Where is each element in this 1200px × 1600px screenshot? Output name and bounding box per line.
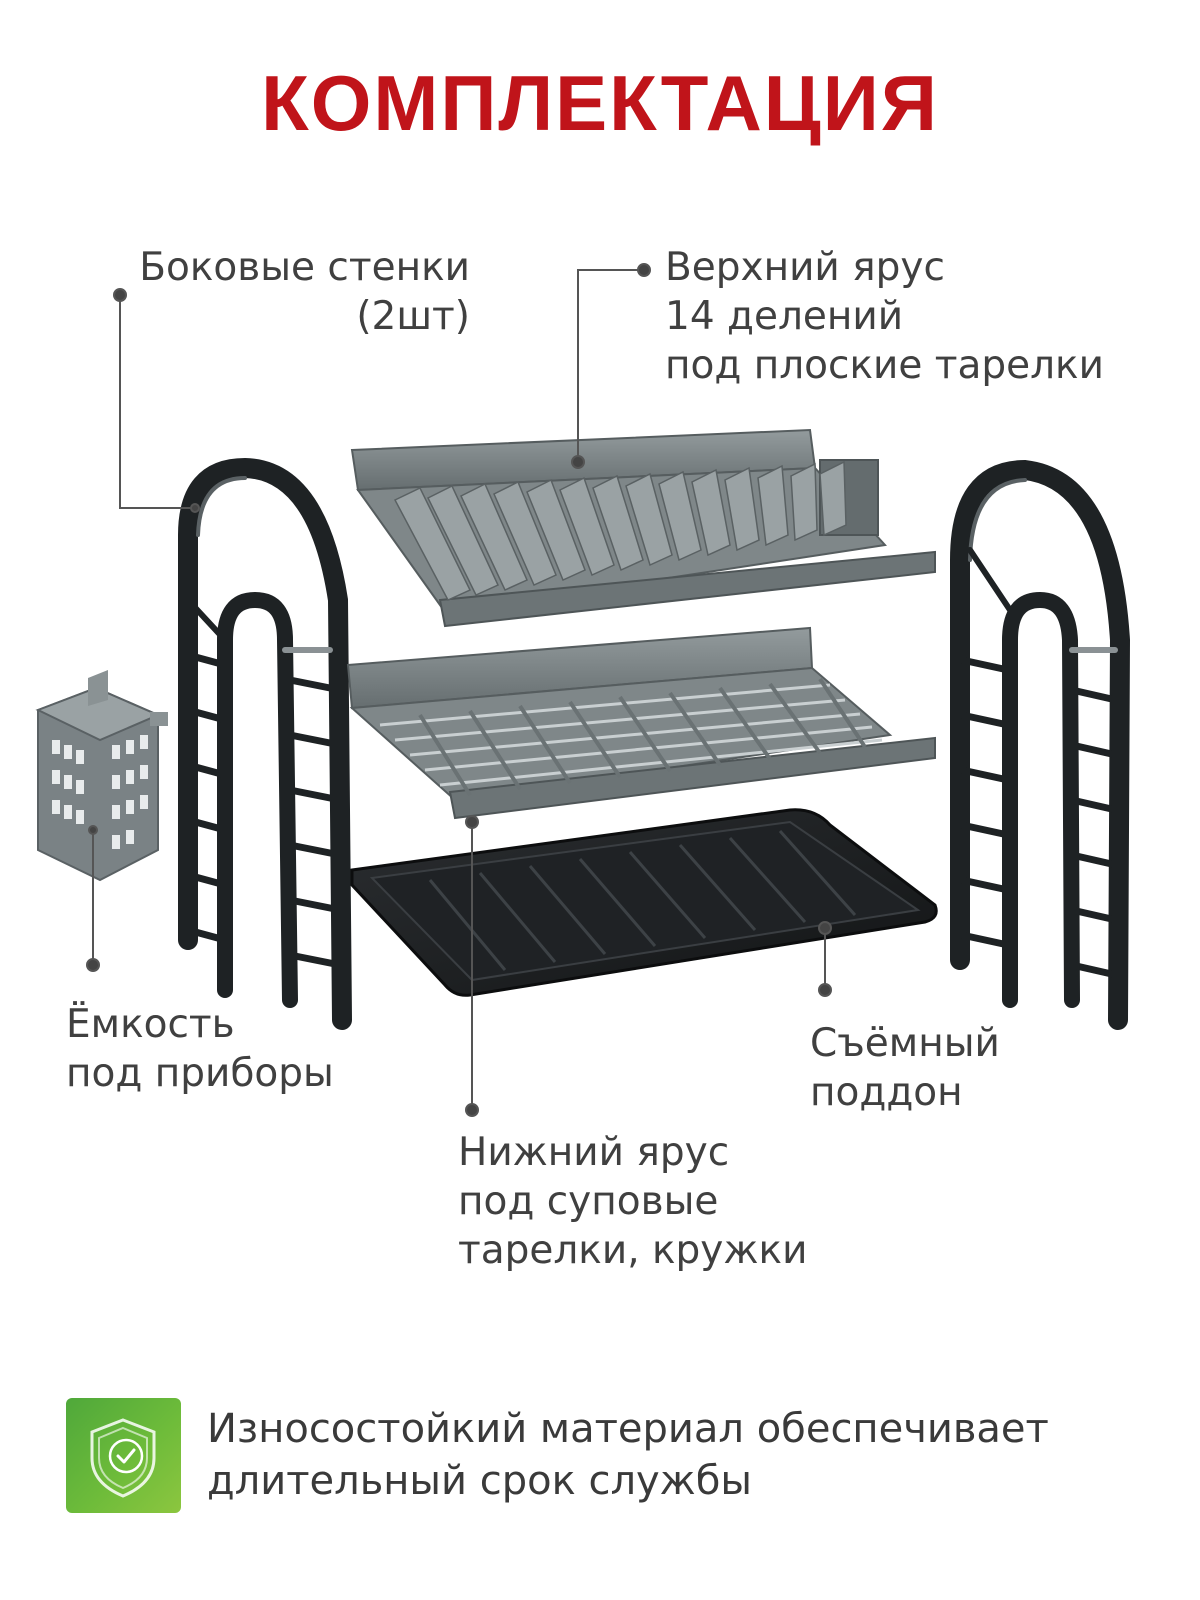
shield-clock-icon xyxy=(90,1418,156,1498)
right-side-wall xyxy=(950,459,1131,1030)
upper-tier-rack xyxy=(350,428,936,628)
label-upper-tier: Верхний ярус 14 делений под плоские таре… xyxy=(665,245,1104,388)
durability-badge xyxy=(66,1398,181,1513)
lower-tier-rack xyxy=(346,626,936,820)
page-title: КОМПЛЕКТАЦИЯ xyxy=(261,59,939,147)
label-side-walls: Боковые стенки (2шт) xyxy=(139,245,470,339)
label-lower-tier: Нижний ярус под суповые тарелки, кружки xyxy=(458,1130,808,1273)
label-cutlery-holder: Ёмкость под приборы xyxy=(66,1002,334,1096)
left-side-wall xyxy=(178,457,352,1030)
cutlery-holder xyxy=(35,670,168,882)
removable-tray xyxy=(350,808,938,997)
label-removable-tray: Съёмный поддон xyxy=(810,1021,1000,1115)
callout-lines xyxy=(86,263,832,1117)
durability-note: Износостойкий материал обеспечивает длит… xyxy=(207,1406,1049,1504)
